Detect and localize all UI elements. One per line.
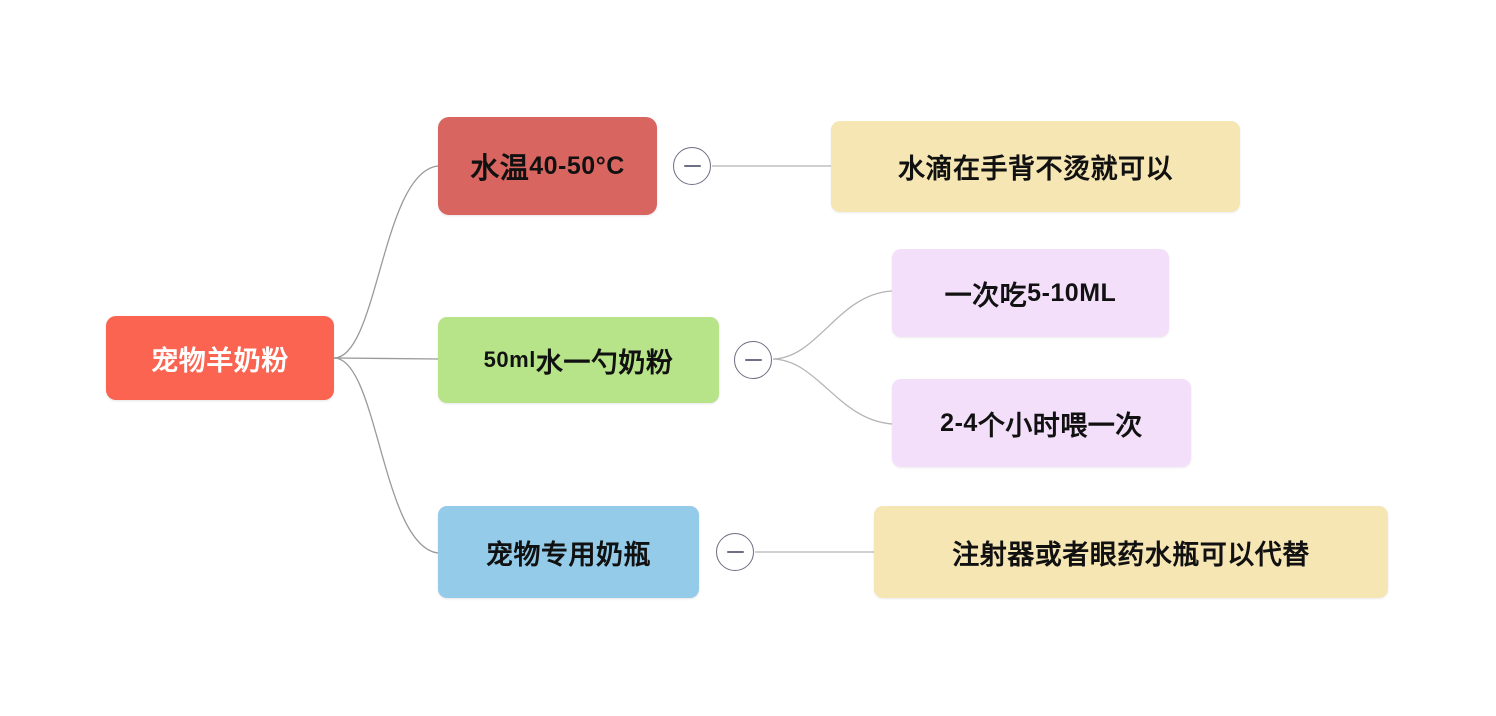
root-node[interactable]: 宠物羊奶粉 [106, 316, 334, 400]
branch-node-water-temperature[interactable]: 水温 40-50°C [438, 117, 657, 215]
edge-branch-2-to-leaf-2 [772, 290, 893, 360]
leaf-node-2-label-main: 一次吃 [944, 280, 1028, 311]
branch-node-milk-powder-ratio[interactable]: 50ml 水一勺奶粉 [438, 317, 719, 403]
edge-root-to-branch-3 [333, 357, 439, 554]
branch-node-3-label-main: 宠物专用奶瓶 [486, 539, 651, 570]
minus-icon [726, 550, 744, 554]
branch-node-2-label-sub: 水一勺奶粉 [535, 347, 674, 378]
edge-branch-2-to-leaf-3 [772, 358, 893, 425]
minus-icon [683, 164, 701, 168]
edge-root-to-branch-1 [333, 165, 439, 359]
edge-root-to-branch-2 [333, 357, 439, 360]
leaf-node-bottle-substitute[interactable]: 注射器或者眼药水瓶可以代替 [874, 506, 1388, 598]
root-node-label: 宠物羊奶粉 [151, 345, 289, 376]
leaf-node-water-drop-test[interactable]: 水滴在手背不烫就可以 [831, 121, 1240, 212]
leaf-node-3-label-sub: 个小时喂一次 [977, 410, 1143, 441]
leaf-node-3-label-main: 2-4 [940, 408, 978, 437]
branch-node-2-label-main: 50ml [483, 347, 536, 372]
collapse-toggle-branch-1[interactable] [673, 147, 711, 185]
leaf-node-feeding-interval[interactable]: 2-4 个小时喂一次 [892, 379, 1191, 467]
branch-node-1-label-sub: 40-50°C [529, 151, 625, 180]
collapse-toggle-branch-2[interactable] [734, 341, 772, 379]
leaf-node-1-label: 水滴在手背不烫就可以 [898, 154, 1173, 184]
branch-node-pet-bottle[interactable]: 宠物专用奶瓶 [438, 506, 699, 598]
leaf-node-amount-per-feed[interactable]: 一次吃 5-10ML [892, 249, 1169, 337]
leaf-node-4-label: 注射器或者眼药水瓶可以代替 [952, 539, 1310, 570]
collapse-toggle-branch-3[interactable] [716, 533, 754, 571]
minus-icon [744, 358, 762, 362]
branch-node-1-label-main: 水温 [470, 153, 530, 185]
leaf-node-2-label-sub: 5-10ML [1027, 278, 1117, 307]
